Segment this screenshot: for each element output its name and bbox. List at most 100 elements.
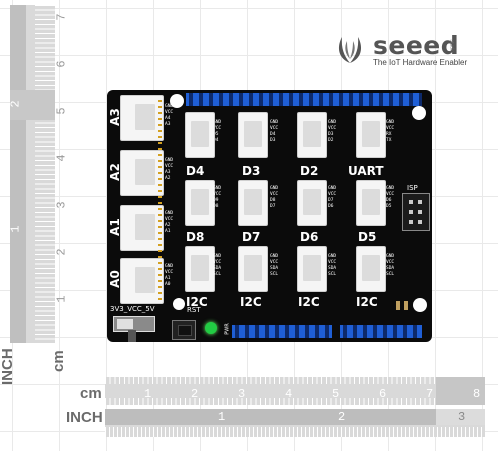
hruler-cm-tick: 3: [238, 387, 246, 401]
hruler-cm-tick: 1: [144, 387, 152, 401]
port-label-d6: D6: [300, 230, 319, 244]
pin-label: VCC: [386, 126, 395, 131]
vertical-ruler-inch-highlight: [10, 90, 55, 120]
grove-connector-i2c-3[interactable]: [297, 246, 327, 292]
pin-label: VCC: [270, 260, 279, 265]
pin-label: SCL: [270, 272, 279, 277]
horizontal-ruler-cm: [105, 377, 485, 405]
pin-label: GND: [213, 254, 222, 259]
pin-label: SDA: [386, 266, 395, 271]
mounting-hole: [170, 94, 184, 108]
grove-connector-i2c-2[interactable]: [238, 246, 268, 292]
horizontal-ruler-inch-end: [436, 409, 485, 425]
voltage-switch-lever: [128, 330, 136, 342]
pin-label: GND: [328, 254, 337, 259]
seeed-logo-icon: [338, 37, 362, 63]
vruler-inch-tick: 2: [8, 100, 23, 108]
hruler-cm-tick: 8: [473, 387, 481, 401]
pin-label: VCC: [386, 260, 395, 265]
pin-label: GND: [165, 264, 174, 269]
seeed-logo: seeed The IoT Hardware Enabler studio: [333, 31, 467, 67]
port-label-a1: A1: [107, 218, 122, 236]
hruler-cm-tick: 4: [285, 387, 293, 401]
pin-labels-uart: GND VCC RX TX: [386, 120, 394, 144]
grove-connector-a0[interactable]: [120, 258, 164, 304]
pin-label: GND: [270, 254, 279, 259]
vertical-ruler-inch-strip: [10, 5, 26, 343]
pin-label: SDA: [328, 266, 337, 271]
grove-connector-d6[interactable]: [297, 180, 327, 226]
hruler-inch-tick: 1: [218, 410, 226, 424]
grove-connector-i2c-4[interactable]: [356, 246, 386, 292]
vruler-cm-tick: 3: [54, 201, 69, 209]
pin-label: A1: [165, 276, 171, 281]
port-label-d3: D3: [242, 164, 261, 178]
pin-label: SDA: [270, 266, 279, 271]
pin-label: GND: [270, 120, 279, 125]
pin-labels-i2c-3: GND VCC SDA SCL: [328, 254, 336, 278]
hruler-cm-tick: 6: [379, 387, 387, 401]
pin-label: VCC: [328, 126, 337, 131]
pin-label: TX: [386, 138, 392, 143]
grove-connector-d4-left[interactable]: [185, 112, 215, 158]
pin-labels-d2: GND VCC D3 D2: [328, 120, 336, 144]
pin-label: SDA: [213, 266, 222, 271]
pin-labels-d3: GND VCC D4 D3: [270, 120, 278, 144]
top-pin-header: [186, 93, 422, 106]
grove-connector-a1[interactable]: [120, 205, 164, 251]
pin-label: D5: [213, 132, 219, 137]
logo-side-text: studio: [448, 39, 455, 53]
port-label-d5: D5: [358, 230, 377, 244]
pin-label: VCC: [165, 110, 174, 115]
mounting-hole: [173, 298, 185, 310]
grove-connector-i2c-1[interactable]: [185, 246, 215, 292]
port-label-a2: A2: [107, 163, 122, 181]
grove-connector-d7[interactable]: [238, 180, 268, 226]
pin-labels-d6: GND VCC D7 D6: [328, 186, 336, 210]
grove-connector-d5[interactable]: [356, 180, 386, 226]
pin-labels-a2: GND VCC A3 A2: [165, 158, 173, 182]
mounting-hole: [413, 298, 427, 312]
port-label-d4: D4: [186, 164, 205, 178]
port-label-d8: D8: [186, 230, 205, 244]
grove-connector-d2[interactable]: [356, 112, 386, 158]
pin-label: SCL: [328, 272, 337, 277]
pin-label: D6: [386, 198, 392, 203]
pin-label: GND: [165, 104, 174, 109]
grove-connector-d4[interactable]: [238, 112, 268, 158]
pin-label: A0: [165, 282, 171, 287]
pin-label: D6: [328, 204, 334, 209]
port-label-i2c-3: I2C: [298, 295, 320, 309]
pin-label: D3: [328, 132, 334, 137]
hruler-inch-tick: 2: [338, 410, 346, 424]
isp-label: ISP: [407, 184, 418, 192]
grove-connector-d3[interactable]: [297, 112, 327, 158]
pin-label: D4: [270, 132, 276, 137]
power-led: [205, 322, 217, 334]
voltage-switch-label: 3V3_VCC_5V: [110, 305, 155, 313]
pin-label: GND: [386, 186, 395, 191]
reset-button[interactable]: [172, 320, 196, 340]
port-label-i2c-2: I2C: [240, 295, 262, 309]
hruler-cm-label: cm: [80, 385, 102, 402]
pin-label: VCC: [165, 270, 174, 275]
grove-connector-a3[interactable]: [120, 95, 164, 141]
pin-label: A4: [165, 116, 171, 121]
vruler-inch-tick: 1: [8, 225, 23, 233]
pin-label: GND: [270, 186, 279, 191]
pin-label: D4: [213, 138, 219, 143]
isp-header[interactable]: [402, 193, 430, 231]
grove-connector-d8[interactable]: [185, 180, 215, 226]
bottom-pin-header-right: [340, 325, 422, 338]
pin-label: VCC: [328, 260, 337, 265]
horizontal-ruler-inch: [105, 409, 485, 437]
bottom-pin-header-left: [232, 325, 332, 338]
grove-connector-a2[interactable]: [120, 150, 164, 196]
pin-label: A1: [165, 229, 171, 234]
pin-label: VCC: [328, 192, 337, 197]
pin-label: VCC: [165, 217, 174, 222]
pin-label: SCL: [213, 272, 222, 277]
pin-label: VCC: [213, 126, 222, 131]
vruler-cm-tick: 5: [54, 107, 69, 115]
pin-label: D3: [270, 138, 276, 143]
